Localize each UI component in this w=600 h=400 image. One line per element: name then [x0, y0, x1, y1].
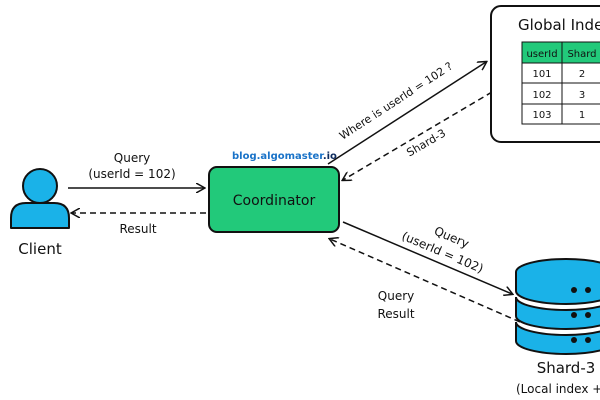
- database-icon: [515, 258, 600, 355]
- client-label: Client: [18, 240, 62, 258]
- shard-query-arrow: [342, 221, 512, 294]
- table-header-shard: Shard: [567, 49, 596, 60]
- watermark-part-3: .io: [323, 151, 337, 162]
- client-query-label-1: Query: [114, 151, 150, 165]
- index-query-arrow: [327, 62, 486, 165]
- table-cell-userid: 102: [532, 90, 551, 101]
- table-cell-shard: 1: [579, 110, 585, 121]
- table-cell: [561, 103, 600, 125]
- index-answer-label: Shard-3: [404, 127, 448, 160]
- client-result-label: Result: [119, 222, 156, 236]
- watermark: blog.algomaster.io: [232, 151, 337, 162]
- shard-result-arrow: [330, 239, 521, 323]
- shard-sublabel: (Local index + d: [516, 382, 600, 396]
- table-cell-shard: 2: [579, 69, 585, 80]
- table-cell-userid: 101: [532, 69, 551, 80]
- client-query-label-2: (userId = 102): [88, 167, 175, 181]
- shard-label: Shard-3: [537, 359, 596, 377]
- shard-result-label-1: Query: [378, 289, 414, 303]
- table-header-userid: userId: [526, 49, 557, 60]
- global-index-title: Global Inde: [518, 16, 600, 34]
- coordinator-box: [208, 166, 340, 233]
- watermark-part-1: blog.: [232, 151, 260, 162]
- table-cell-userid: 103: [532, 110, 551, 121]
- coordinator-label: Coordinator: [233, 193, 316, 209]
- global-index-table: userId Shard 101 2 102 3 103 1: [521, 41, 600, 125]
- index-answer-arrow: [343, 91, 493, 180]
- client-person-icon: [10, 168, 70, 229]
- table-cell-shard: 3: [579, 90, 585, 101]
- shard-result-label-2: Result: [377, 307, 414, 321]
- watermark-part-2: algomaster: [260, 151, 324, 162]
